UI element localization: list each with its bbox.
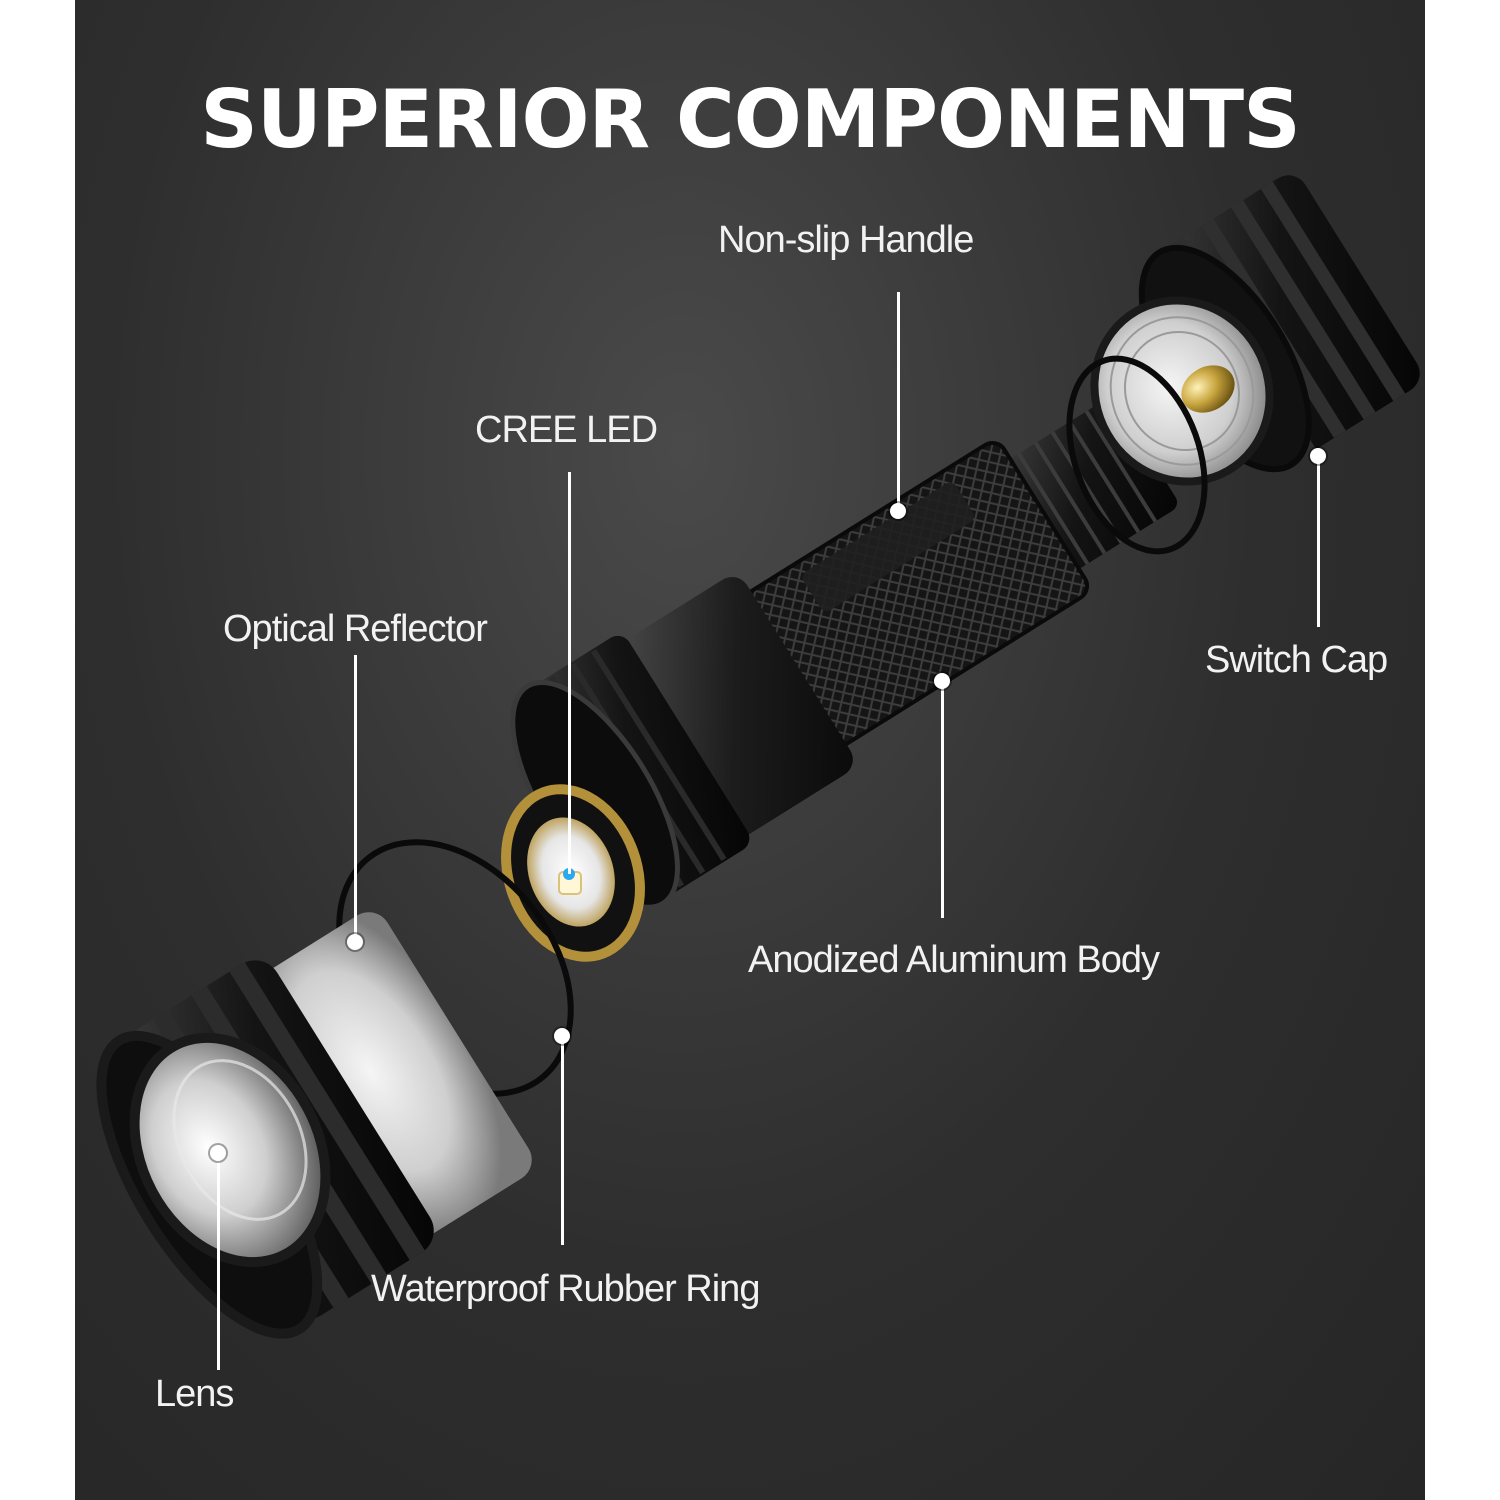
lens-leader-line <box>217 1152 220 1370</box>
cree-led-leader-line <box>568 472 571 874</box>
cree-led-label: CREE LED <box>475 409 658 451</box>
page-title: SUPERIOR COMPONENTS <box>200 73 1300 166</box>
lens-label: Lens <box>155 1373 234 1415</box>
non-slip-handle-dot <box>890 503 906 519</box>
switch-cap-label: Switch Cap <box>1205 639 1388 681</box>
anodized-body-leader-line <box>941 680 944 918</box>
anodized-body-dot <box>934 673 950 689</box>
non-slip-handle-leader-line <box>897 292 900 510</box>
contact-button <box>1181 365 1235 413</box>
optical-reflector-leader-line <box>354 655 357 940</box>
switch-cap-dot <box>1310 448 1326 464</box>
rubber-ring-leader-line <box>561 1035 564 1245</box>
non-slip-handle-label: Non-slip Handle <box>718 219 974 261</box>
lens-dot <box>210 1145 226 1161</box>
optical-reflector-dot <box>347 934 363 950</box>
anodized-body-label: Anodized Aluminum Body <box>748 939 1160 981</box>
rubber-ring-label: Waterproof Rubber Ring <box>371 1268 760 1310</box>
led-dot <box>563 868 575 880</box>
rubber-ring-dot <box>554 1028 570 1044</box>
switch-cap-leader-line <box>1317 455 1320 627</box>
product-infographic: SUPERIOR COMPONENTS Non-slip Handle CREE… <box>75 0 1425 1500</box>
flashlight-exploded-view <box>96 175 1420 1339</box>
optical-reflector-label: Optical Reflector <box>223 608 488 650</box>
